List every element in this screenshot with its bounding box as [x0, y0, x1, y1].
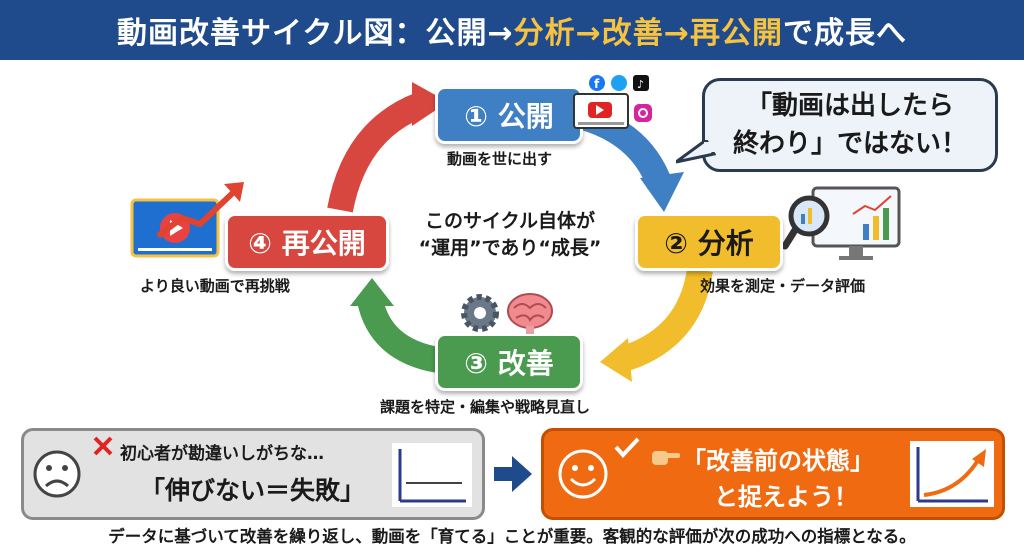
reframe-line-2: と捉えよう！	[714, 483, 858, 511]
right-arrow-icon	[494, 456, 532, 492]
arrow-improve-to-republish	[357, 296, 441, 373]
center-line-2: “運用”であり“成長”	[418, 237, 602, 259]
twitter-icon	[611, 75, 627, 91]
reframe-box: 「改善前の状態」 と捉えよう！	[541, 428, 1005, 520]
title-part-1: 動画改善サイクル図：公開→	[117, 16, 514, 51]
arrow-republish-to-publish	[327, 92, 426, 213]
bubble-tail-icon	[676, 140, 716, 164]
analytics-magnifier-icon	[783, 186, 901, 260]
caption-publish: 動画を世に出す	[447, 150, 553, 168]
step-republish: ④ 再公開	[225, 213, 389, 271]
social-icons: f ♪	[589, 75, 652, 122]
sad-face-icon	[33, 450, 81, 498]
checkmark-icon	[614, 437, 640, 458]
cycle-arrows	[327, 82, 713, 382]
misconception-intro: 初心者が勘違いしがちな…	[120, 444, 324, 464]
caption-analyze: 効果を測定・データ評価	[700, 277, 866, 295]
caption-improve: 課題を特定・編集や戦略見直し	[380, 398, 591, 416]
instagram-icon	[634, 104, 652, 122]
tiktok-icon	[633, 75, 649, 91]
cycle-center-text: このサイクル自体が “運用”であり“成長”	[395, 208, 625, 262]
title-part-2: 分析→改善→再公開	[513, 16, 783, 51]
arrow-head-red	[412, 82, 448, 126]
step-improve: ③ 改善	[435, 333, 583, 391]
misconception-box: 初心者が勘違いしがちな… 「伸びない＝失敗」	[21, 428, 485, 520]
svg-text:f: f	[594, 77, 600, 91]
arrow-analyze-to-improve	[616, 267, 713, 373]
misconception-main: 「伸びない＝失敗」	[140, 476, 366, 505]
caption-republish: より良い動画で再挑戦	[140, 277, 290, 295]
step-publish: ① 公開	[435, 86, 583, 144]
smile-face-icon	[558, 449, 608, 499]
gear-brain-icon	[461, 293, 553, 334]
footer-note: データに基づいて改善を繰り返し、動画を「育てる」ことが重要。客観的な評価が次の成…	[108, 527, 916, 546]
arrow-head-yellow	[600, 338, 632, 382]
facebook-icon	[589, 75, 605, 91]
video-growth-icon	[130, 182, 244, 258]
arrow-head-blue	[640, 172, 684, 212]
title-part-3: で成長へ	[782, 16, 907, 51]
center-line-1: このサイクル自体が	[424, 210, 596, 232]
arrow-head-green	[350, 278, 394, 306]
cross-mark-icon	[93, 436, 113, 456]
growth-chart-icon	[910, 441, 994, 507]
bubble-line-2: 終わり」ではない！	[732, 129, 967, 159]
step-analyze: ② 分析	[635, 213, 783, 271]
bubble-line-1: 「動画は出したら	[745, 91, 954, 121]
reframe-line-1: 「改善前の状態」	[682, 447, 874, 475]
video-player-icon	[573, 93, 629, 129]
pointing-hand-icon	[652, 451, 680, 465]
speech-bubble: 「動画は出したら 終わり」ではない！	[702, 78, 998, 172]
page-title: 動画改善サイクル図：公開→分析→改善→再公開で成長へ	[0, 0, 1024, 60]
flat-chart-icon	[392, 443, 472, 507]
svg-text:♪: ♪	[637, 78, 644, 91]
